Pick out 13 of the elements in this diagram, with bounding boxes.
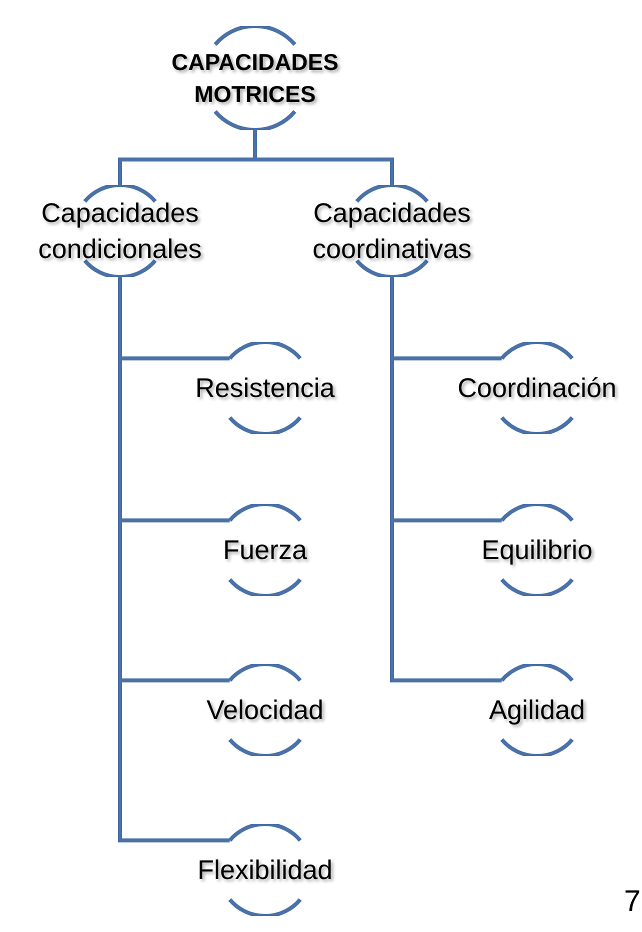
node-label: Capacidades condicionales — [37, 197, 203, 266]
node-label: CAPACIDADES MOTRICES — [170, 48, 340, 109]
node-label: Velocidad — [206, 694, 324, 727]
node-label: Coordinación — [457, 372, 617, 405]
connector-line — [390, 277, 502, 682]
connector-line — [118, 277, 230, 842]
node-label: Agilidad — [488, 694, 586, 727]
page-number: 7 — [624, 884, 641, 920]
node-label: Equilibrio — [481, 534, 593, 567]
node-label: Fuerza — [222, 534, 308, 567]
node-label: Resistencia — [195, 372, 335, 405]
node-label: Flexibilidad — [197, 854, 333, 887]
node-label: Capacidades coordinativas — [311, 197, 473, 266]
